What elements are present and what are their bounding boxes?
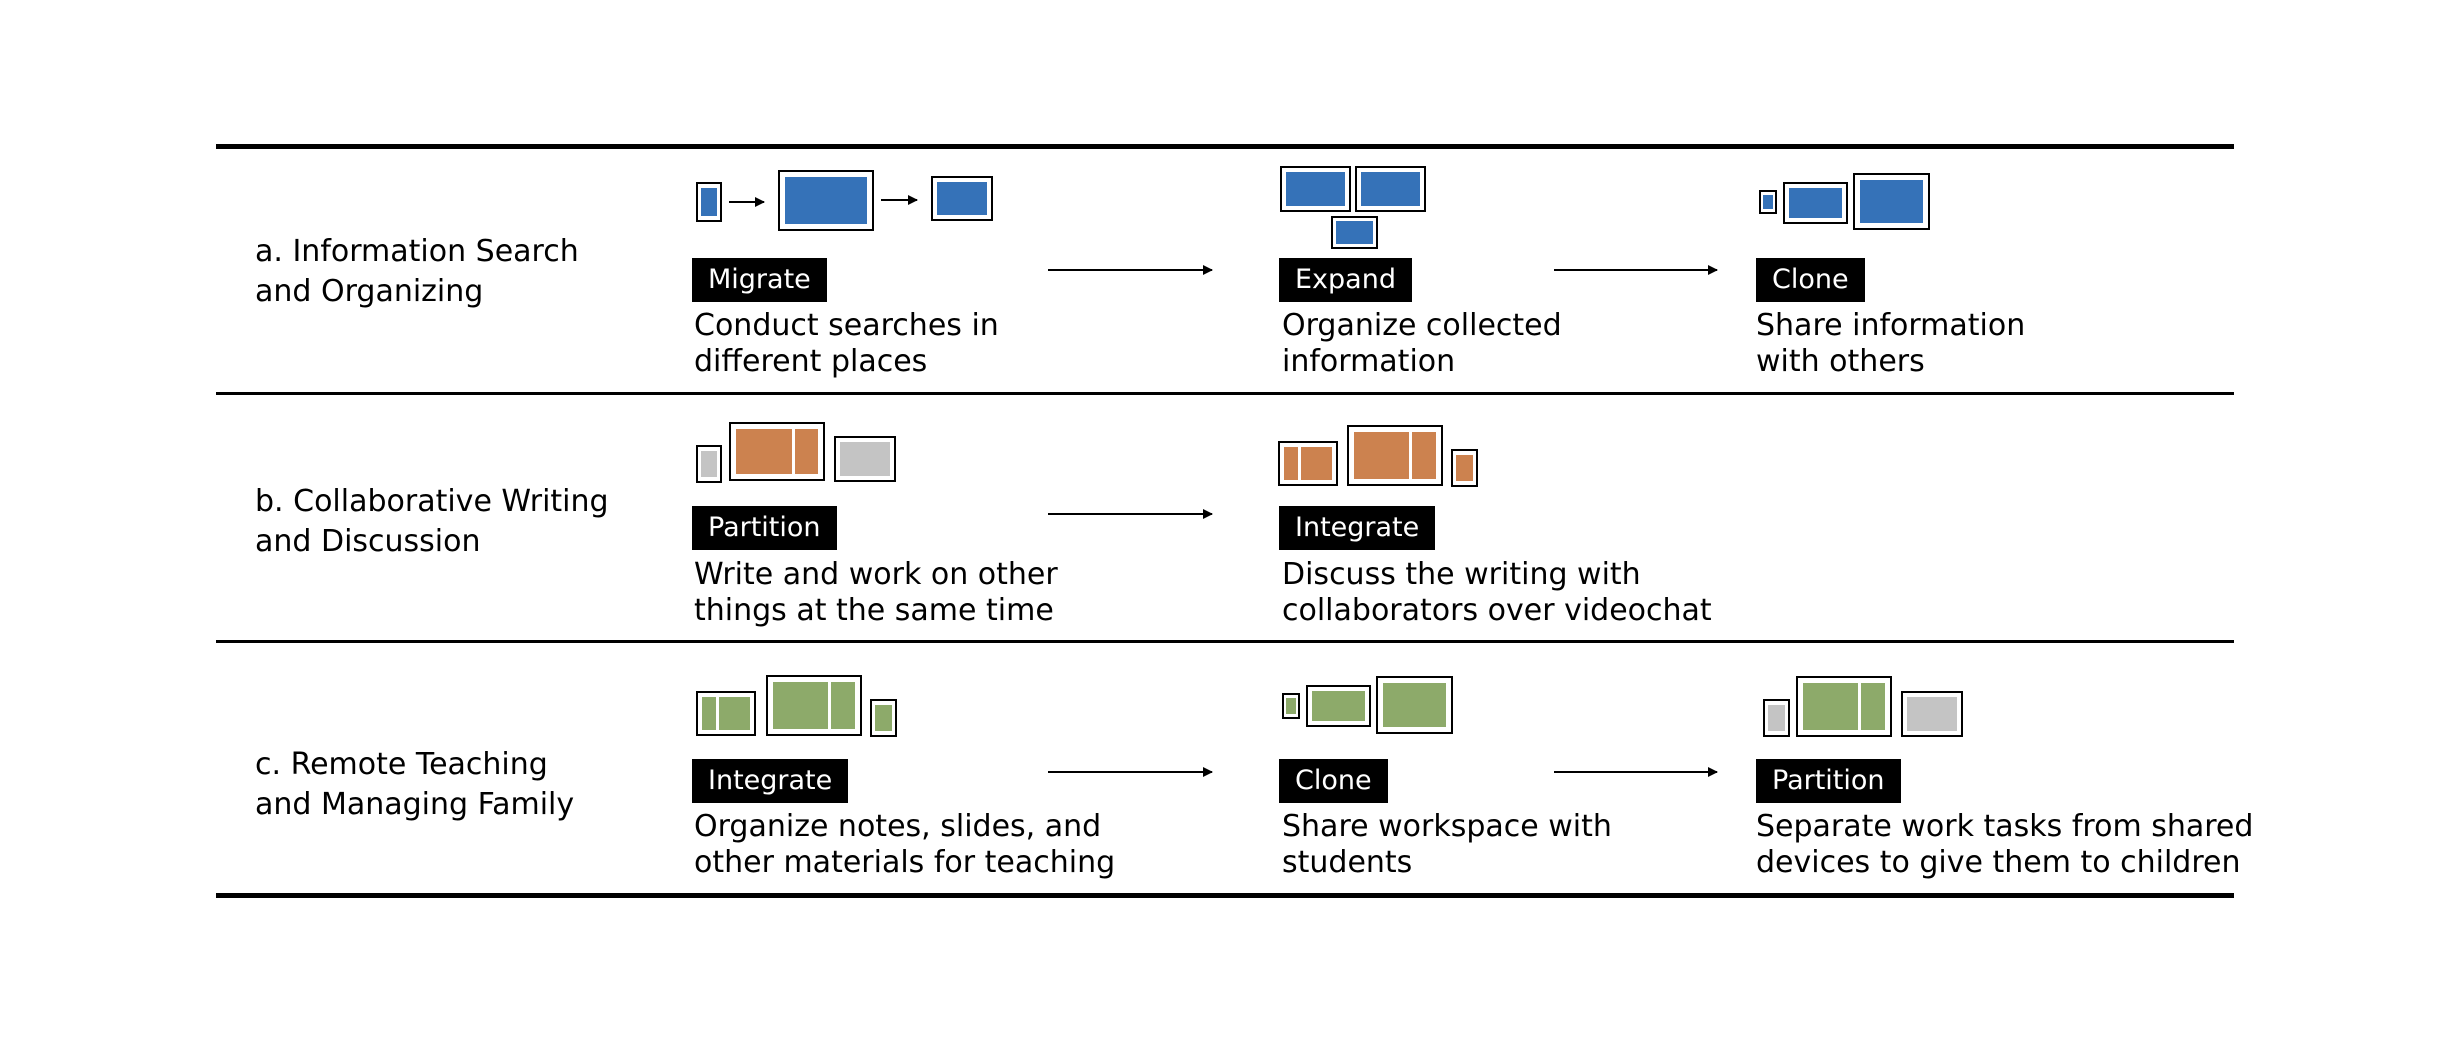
action-badge: Migrate <box>692 258 827 302</box>
step-description: Conduct searches in different places <box>694 308 999 379</box>
row-divider <box>216 640 2234 643</box>
scenario-label-a: a. Information Search and Organizing <box>255 234 579 309</box>
step-description: Separate work tasks from shared devices … <box>1756 809 2254 880</box>
step-description: Organize notes, slides, and other materi… <box>694 809 1116 880</box>
clone-devices-icon <box>1282 676 1453 734</box>
partition-devices-icon <box>696 422 896 483</box>
action-badge: Integrate <box>1279 506 1436 550</box>
table-top-rule <box>216 144 2234 149</box>
integrate-devices-icon <box>1278 425 1478 487</box>
step-description: Organize collected information <box>1282 308 1562 379</box>
step-description: Discuss the writing with collaborators o… <box>1282 557 1712 628</box>
step-description: Share information with others <box>1756 308 2026 379</box>
row-divider <box>216 392 2234 395</box>
step-description: Share workspace with students <box>1282 809 1612 880</box>
expand-devices-icon <box>1280 166 1426 249</box>
action-badge: Partition <box>692 506 837 550</box>
action-badge: Expand <box>1279 258 1412 302</box>
table-bottom-rule <box>216 893 2234 898</box>
scenario-label-b: b. Collaborative Writing and Discussion <box>255 484 609 559</box>
step-description: Write and work on other things at the sa… <box>694 557 1058 628</box>
partition-devices-icon <box>1763 676 1963 737</box>
clone-devices-icon <box>1759 173 1930 230</box>
action-badge: Partition <box>1756 759 1901 803</box>
migrate-devices-icon <box>696 170 993 231</box>
action-badge: Integrate <box>692 759 849 803</box>
action-badge: Clone <box>1279 759 1388 803</box>
scenario-label-c: c. Remote Teaching and Managing Family <box>255 747 575 822</box>
action-badge: Clone <box>1756 258 1865 302</box>
integrate-devices-icon <box>696 675 897 737</box>
